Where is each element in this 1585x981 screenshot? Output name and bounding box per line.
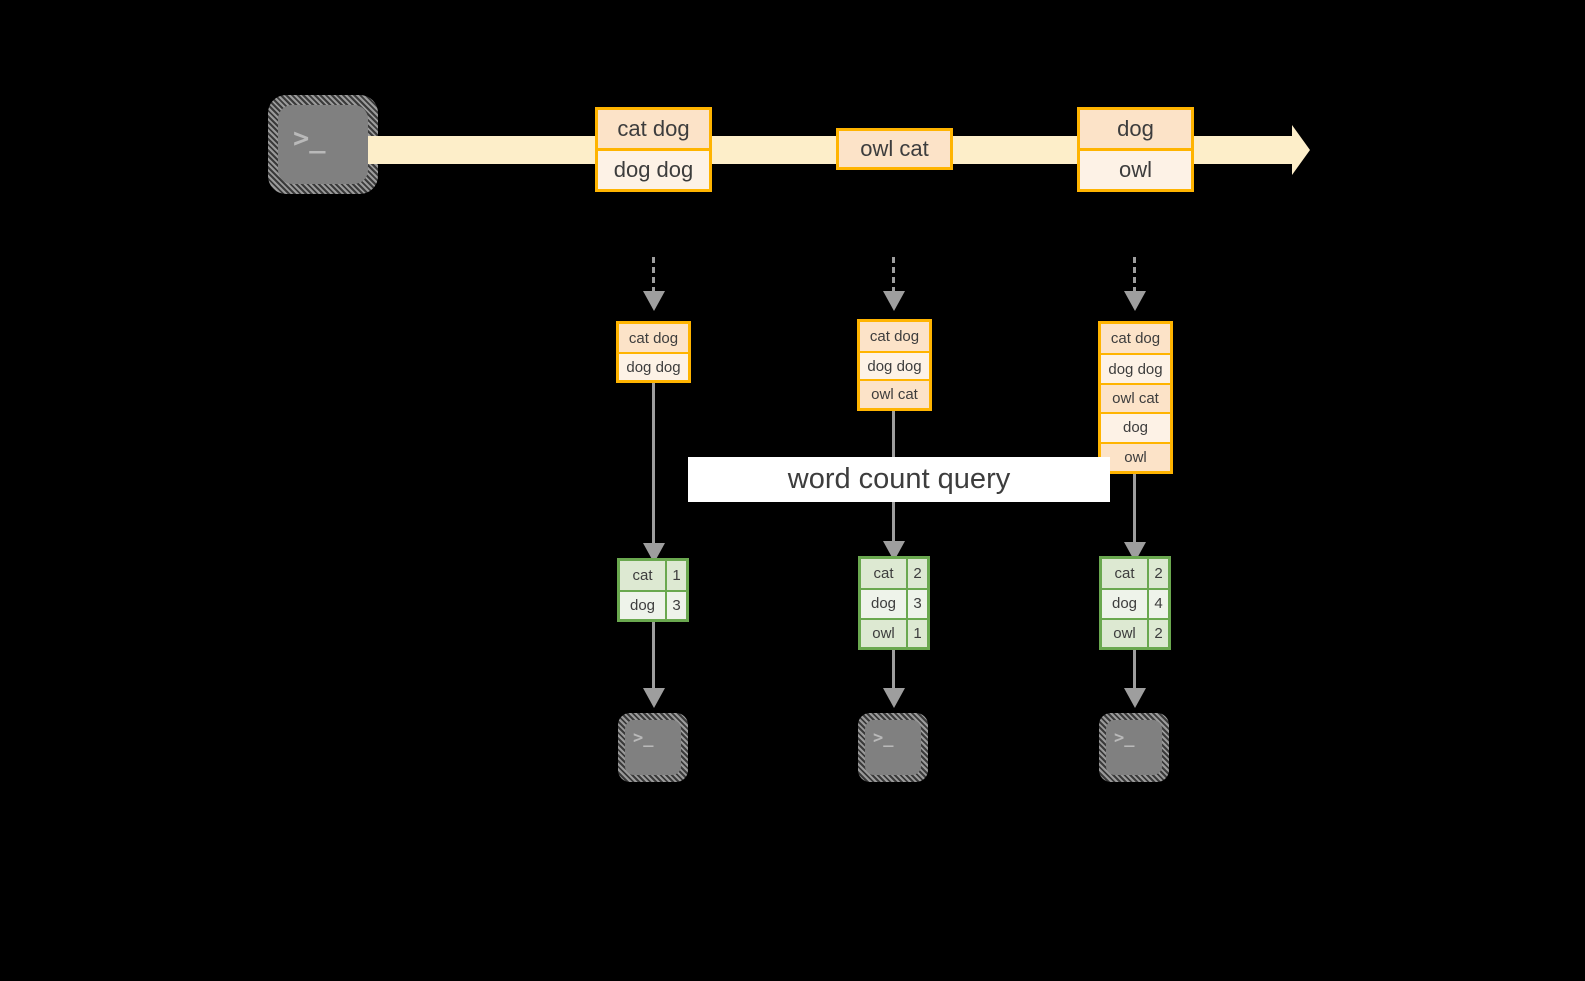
buffer-row: owl cat <box>1101 382 1170 413</box>
dashed-connector-arrowhead-2 <box>883 291 905 311</box>
snapshot-3-buffer: cat dog dog dog owl cat dog owl <box>1098 321 1173 474</box>
result-table-2: cat 2 dog 3 owl 1 <box>858 556 930 650</box>
result-word: owl <box>861 619 906 647</box>
result-word: owl <box>1102 619 1147 647</box>
table-row: cat 2 <box>1102 559 1168 589</box>
result-table-1: cat 1 dog 3 <box>617 558 689 622</box>
table-row: owl 1 <box>861 617 927 647</box>
terminal-screen <box>278 105 368 184</box>
stream-event-dog: dog <box>1077 107 1194 151</box>
result-count: 2 <box>1147 619 1168 647</box>
stream-event-cat-dog: cat dog <box>595 107 712 151</box>
sink-connector-arrowhead-2 <box>883 688 905 708</box>
result-word: cat <box>1102 559 1147 589</box>
sink-connector-arrowhead-1 <box>643 688 665 708</box>
dashed-connector-arrowhead-1 <box>643 291 665 311</box>
stream-event-dog-dog: dog dog <box>595 148 712 192</box>
snapshot-2-buffer: cat dog dog dog owl cat <box>857 319 932 411</box>
buffer-row: cat dog <box>619 324 688 352</box>
event-stream-arrowhead <box>1292 125 1310 175</box>
sink-connector-arrowhead-3 <box>1124 688 1146 708</box>
result-word: cat <box>620 561 665 590</box>
terminal-prompt-glyph: >_ <box>1114 728 1135 748</box>
query-connector-1 <box>652 383 655 549</box>
snapshot-1-buffer: cat dog dog dog <box>616 321 691 383</box>
terminal-screen <box>1106 720 1162 775</box>
table-row: cat 2 <box>861 559 927 589</box>
dashed-connector-3 <box>1133 257 1136 293</box>
dashed-connector-2 <box>892 257 895 293</box>
table-row: owl 2 <box>1102 617 1168 647</box>
sink-connector-2 <box>892 650 895 694</box>
result-word: dog <box>861 590 906 618</box>
table-row: dog 3 <box>861 588 927 618</box>
dashed-connector-1 <box>652 257 655 293</box>
result-word: dog <box>620 592 665 619</box>
table-row: dog 4 <box>1102 588 1168 618</box>
buffer-row: cat dog <box>1101 324 1170 354</box>
terminal-prompt-glyph: >_ <box>293 123 326 154</box>
result-table-3: cat 2 dog 4 owl 2 <box>1099 556 1171 650</box>
terminal-prompt-glyph: >_ <box>873 728 894 748</box>
result-count: 2 <box>906 559 927 589</box>
buffer-row: dog dog <box>1101 353 1170 383</box>
buffer-row: dog <box>1101 412 1170 442</box>
source-terminal-icon: >_ <box>268 95 378 194</box>
stream-event-owl: owl <box>1077 148 1194 192</box>
buffer-row: owl <box>1101 441 1170 471</box>
sink-connector-3 <box>1133 650 1136 694</box>
buffer-row: dog dog <box>619 352 688 380</box>
result-count: 3 <box>665 592 686 619</box>
buffer-row: dog dog <box>860 350 929 380</box>
result-count: 3 <box>906 590 927 618</box>
sink-connector-1 <box>652 622 655 694</box>
query-connector-3 <box>1133 474 1136 548</box>
terminal-prompt-glyph: >_ <box>633 728 654 748</box>
result-count: 4 <box>1147 590 1168 618</box>
result-count: 1 <box>665 561 686 590</box>
terminal-screen <box>865 720 921 775</box>
table-row: dog 3 <box>620 590 686 619</box>
dashed-connector-arrowhead-3 <box>1124 291 1146 311</box>
result-count: 2 <box>1147 559 1168 589</box>
buffer-row: cat dog <box>860 322 929 351</box>
terminal-screen <box>625 720 681 775</box>
sink-terminal-icon-2: >_ <box>858 713 928 782</box>
sink-terminal-icon-1: >_ <box>618 713 688 782</box>
table-row: cat 1 <box>620 561 686 590</box>
result-word: cat <box>861 559 906 589</box>
buffer-row: owl cat <box>860 379 929 408</box>
result-word: dog <box>1102 590 1147 618</box>
sink-terminal-icon-3: >_ <box>1099 713 1169 782</box>
result-count: 1 <box>906 619 927 647</box>
stream-event-owl-cat: owl cat <box>836 128 953 170</box>
word-count-query-banner: word count query <box>688 457 1110 502</box>
